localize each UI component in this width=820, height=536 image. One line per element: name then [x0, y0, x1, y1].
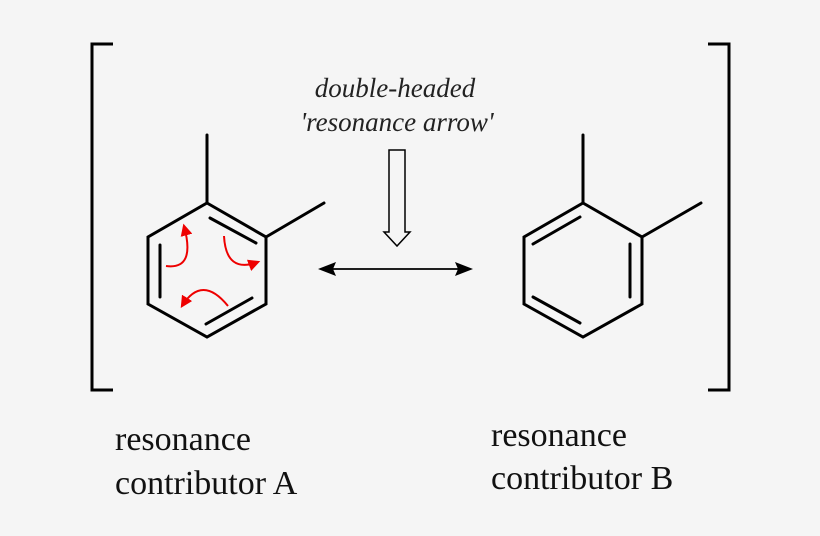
annotation-line-1: double-headed — [315, 73, 476, 103]
left-bracket — [90, 42, 113, 392]
molecule-contributor-a — [146, 133, 326, 339]
right-bracket — [708, 42, 731, 392]
double-bond-b1 — [531, 215, 582, 246]
double-bond-a1 — [208, 216, 258, 245]
contributor-b-label-line-1: resonance — [491, 417, 627, 454]
contributor-b-label-line-2: contributor B — [491, 460, 673, 497]
contributor-a-label-line-1: resonance — [115, 421, 251, 458]
electron-push-arrows — [165, 223, 261, 309]
methyl-bond-a2 — [264, 201, 326, 239]
benzene-ring-a — [146, 201, 268, 339]
contributor-a-label-line-2: contributor A — [115, 465, 298, 502]
annotation-line-2: 'resonance arrow' — [300, 107, 495, 137]
curved-arrow-icon — [180, 289, 229, 309]
resonance-arrow — [318, 262, 473, 276]
curved-arrow-icon — [223, 235, 261, 271]
double-bond-b3 — [531, 295, 582, 325]
molecule-contributor-b — [522, 133, 703, 339]
methyl-bond-b2 — [640, 201, 703, 239]
benzene-ring-b — [522, 201, 644, 339]
curved-arrow-icon — [165, 223, 193, 268]
pointer-arrow-icon — [382, 149, 412, 248]
double-bond-a3 — [204, 296, 254, 326]
